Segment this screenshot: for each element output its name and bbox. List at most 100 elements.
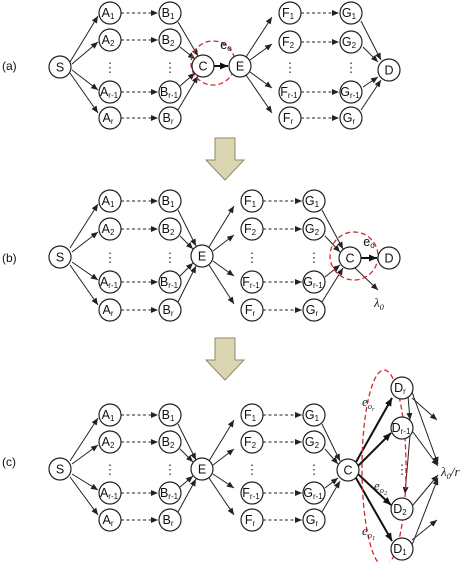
svg-text:G1: G1: [342, 6, 357, 21]
node-ar: Ar: [98, 298, 122, 322]
node-ar: Ar: [98, 508, 122, 532]
ellipsis-f: ⋮: [246, 250, 259, 265]
edge-e-f2: [249, 43, 273, 61]
panel-b: (b) eo λ0: [2, 189, 401, 322]
edge-b2-e: [179, 448, 194, 463]
svg-text:E: E: [198, 462, 206, 476]
svg-text:B1: B1: [162, 194, 175, 209]
node-g2: G2: [302, 217, 326, 241]
node-c: C: [336, 458, 360, 482]
ellipsis-g: ⋮: [345, 60, 358, 75]
edge-e-f2: [212, 234, 235, 252]
node-fr1: Fr-1: [278, 80, 302, 104]
ellipsis-b: ⋮: [164, 250, 177, 265]
edge-br1-e: [179, 262, 194, 277]
edge-s-a2: [71, 41, 99, 65]
node-f1: F1: [240, 189, 264, 213]
ellipsis-d: ⋮: [396, 462, 409, 477]
svg-text:E: E: [198, 249, 206, 263]
edge-g1-c: [321, 209, 344, 250]
node-s: S: [48, 245, 72, 269]
highlight-ellipse-edges: [361, 369, 407, 562]
svg-text:Fr-1: Fr-1: [280, 85, 298, 100]
node-f1: F1: [240, 403, 264, 427]
edge-s-ar: [69, 264, 99, 306]
node-ar: Ar: [98, 106, 122, 130]
edge-label-eor: eor: [362, 394, 375, 413]
node-gr: Gr: [302, 298, 326, 322]
node-fr: Fr: [240, 508, 264, 532]
node-a1: A1: [98, 403, 122, 427]
edge-s-a2: [71, 231, 99, 253]
edge-s-a2: [71, 444, 99, 465]
svg-text:A1: A1: [102, 194, 115, 209]
edge-d1-cross: [411, 519, 438, 541]
node-d1: D1: [390, 537, 414, 561]
ellipsis-f: ⋮: [284, 60, 297, 75]
node-gr1: Gr-1: [302, 270, 326, 294]
svg-text:F1: F1: [282, 6, 295, 21]
edge-br-e: [177, 265, 197, 303]
svg-text:G2: G2: [305, 435, 320, 450]
edge-e-f1: [208, 419, 235, 462]
node-b1: B1: [158, 1, 182, 25]
lambda0-label: λ0: [373, 295, 385, 312]
edge-gr1-d: [362, 76, 379, 88]
svg-text:G2: G2: [305, 222, 320, 237]
svg-text:Br-1: Br-1: [160, 486, 179, 501]
panel-label-c: (c): [2, 455, 16, 469]
svg-text:S: S: [56, 60, 64, 74]
svg-text:A2: A2: [102, 222, 115, 237]
edge-label-eo: eo: [363, 235, 375, 250]
svg-text:F2: F2: [244, 435, 257, 450]
node-br1: Br-1: [158, 481, 182, 505]
panel-label-a: (a): [2, 59, 17, 73]
edge-s-ar1: [71, 261, 99, 281]
node-gr1: Gr-1: [302, 481, 326, 505]
edge-g1-c: [321, 423, 341, 462]
svg-text:Gr: Gr: [306, 513, 319, 528]
node-fr: Fr: [278, 106, 302, 130]
svg-text:Gr-1: Gr-1: [303, 486, 323, 501]
node-gr: Gr: [302, 508, 326, 532]
edge-e-fr1: [249, 71, 273, 89]
svg-text:C: C: [343, 463, 352, 477]
svg-text:Gr: Gr: [343, 111, 356, 126]
edge-c-lambda0: [354, 267, 379, 291]
node-b2: B2: [158, 28, 182, 52]
node-d: D: [377, 246, 401, 270]
node-d: D: [377, 58, 401, 82]
svg-text:Br: Br: [162, 513, 173, 528]
edge-s-ar1: [71, 69, 99, 91]
svg-text:A2: A2: [102, 435, 115, 450]
edge-label-eo2: eo2: [374, 478, 388, 497]
node-f1: F1: [278, 1, 302, 25]
svg-text:S: S: [56, 250, 64, 264]
node-fr1: Fr-1: [240, 270, 264, 294]
ellipsis-a: ⋮: [104, 250, 117, 265]
ellipsis-g: ⋮: [308, 250, 321, 265]
svg-text:Gr-1: Gr-1: [340, 85, 360, 100]
svg-text:Dr: Dr: [394, 381, 406, 396]
panel-a: (a) eo S A: [2, 1, 401, 130]
edge-e-f1: [208, 205, 235, 248]
edge-s-ar: [69, 72, 99, 114]
svg-text:B2: B2: [162, 33, 175, 48]
node-b1: B1: [158, 403, 182, 427]
svg-text:C: C: [345, 251, 354, 265]
edge-br-e: [177, 478, 197, 513]
ellipsis-a: ⋮: [104, 462, 117, 477]
node-g2: G2: [339, 30, 363, 54]
node-dr: Dr: [390, 376, 414, 400]
edge-g2-c: [324, 235, 341, 253]
edge-s-a1: [69, 417, 99, 462]
svg-text:Fr-1: Fr-1: [242, 275, 260, 290]
node-d2: D2: [390, 497, 414, 521]
svg-text:B1: B1: [162, 408, 175, 423]
node-a1: A1: [98, 1, 122, 25]
edge-b2-e: [179, 235, 194, 250]
node-a1: A1: [98, 189, 122, 213]
edge-e-fr1: [212, 473, 235, 489]
node-g2: G2: [302, 430, 326, 454]
